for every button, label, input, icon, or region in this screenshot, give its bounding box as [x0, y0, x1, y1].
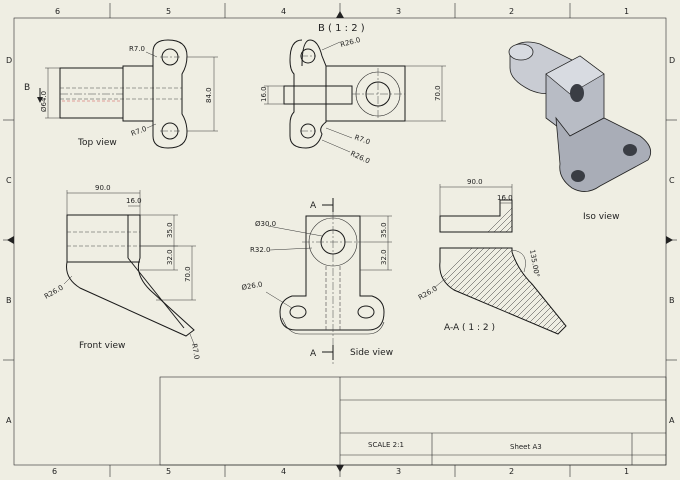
dim-16: 16.0: [126, 197, 142, 205]
hatch-line: [505, 200, 566, 334]
dim-90: 90.0: [467, 178, 483, 186]
scale-text: SCALE 2:1: [368, 441, 404, 449]
dim-angle-135: 135.00°: [528, 249, 541, 278]
hatch-line: [499, 200, 566, 334]
title-block: SCALE 2:1 Sheet A3: [159, 376, 667, 466]
col-label-bottom: 6: [52, 467, 57, 476]
col-label-top: 1: [624, 7, 629, 16]
top-view-label: Top view: [77, 138, 117, 148]
front-view: 90.0 16.0 35.0 32.0 70.0 R26.0 R7.0 Fron…: [43, 184, 201, 360]
dim-r26: R26.0: [417, 285, 439, 302]
dim-32: 32.0: [166, 249, 174, 265]
dim-r26-top: R26.0: [339, 36, 361, 49]
col-label-top: 4: [281, 7, 286, 16]
hatch-line: [439, 200, 566, 334]
section-a-a-view: 90.0 16.0 135.00° R26.0 A-A ( 1 : 2 ): [417, 178, 680, 340]
dim-16: 16.0: [497, 194, 513, 202]
col-label-bottom: 4: [281, 467, 286, 476]
hatch-line: [439, 200, 537, 334]
hatch-line: [529, 200, 566, 334]
dim-84: 84.0: [205, 87, 213, 103]
row-label-right: A: [669, 416, 675, 425]
col-label-bottom: 2: [509, 467, 514, 476]
front-view-label: Front view: [79, 341, 125, 351]
hatch-line: [445, 200, 566, 334]
border-zone-labels: 6 5 4 3 2 1 6 5 4 3 2 1 D C B A D C B A: [6, 7, 675, 476]
col-label-top: 2: [509, 7, 514, 16]
top-view: 84.0 Ø64.0 R7.0 R7.0 B Top view: [24, 39, 218, 149]
section-view-label: A-A ( 1 : 2 ): [444, 323, 495, 333]
dim-r7: R7.0: [353, 133, 371, 146]
side-view-label: Side view: [350, 348, 393, 358]
hatch-line: [493, 200, 566, 334]
dim-r7: R7.0: [190, 343, 201, 360]
dim-dia30: Ø30.0: [255, 220, 276, 228]
dim-16: 16.0: [260, 86, 268, 102]
col-label-bottom: 3: [396, 467, 401, 476]
dim-35: 35.0: [380, 222, 388, 238]
col-label-top: 6: [55, 7, 60, 16]
hatch-line: [614, 190, 680, 340]
row-label-right: D: [669, 56, 675, 65]
dim-70: 70.0: [184, 266, 192, 282]
row-label-left: A: [6, 416, 12, 425]
hatch-line: [439, 200, 566, 334]
detail-b-view: B ( 1 : 2 ) 16.0 70.0 R26.0 R7.0 R26.0: [260, 23, 446, 165]
iso-view-label: Iso view: [583, 212, 619, 222]
sheet-text: Sheet A3: [510, 443, 542, 451]
detail-b-label: B ( 1 : 2 ): [318, 23, 365, 34]
col-label-top: 3: [396, 7, 401, 16]
row-label-right: C: [669, 176, 675, 185]
section-marker-a-top: A: [310, 201, 317, 211]
dim-90: 90.0: [95, 184, 111, 192]
hatch-line: [523, 200, 566, 334]
hatch-line: [451, 200, 566, 334]
dim-dia26: Ø26.0: [241, 280, 263, 292]
row-label-left: B: [6, 296, 12, 305]
side-view: A A 35.0 32.0 Ø30.0 R32.0 Ø26.0 Side vie…: [241, 198, 393, 366]
dim-35: 35.0: [166, 222, 174, 238]
dim-r7-bottom: R7.0: [130, 125, 148, 138]
row-label-left: D: [6, 56, 12, 65]
dim-r7-top: R7.0: [129, 45, 145, 53]
view-marker-b: B: [24, 83, 30, 93]
section-marker-a-bottom: A: [310, 349, 317, 359]
dim-r26: R26.0: [43, 284, 65, 301]
hatch-line: [439, 200, 566, 334]
dim-70: 70.0: [434, 85, 442, 101]
row-label-left: C: [6, 176, 12, 185]
dim-dia64: Ø64.0: [40, 91, 48, 112]
hatch-line: [511, 200, 566, 334]
hatch-line: [559, 200, 566, 334]
col-label-bottom: 5: [166, 467, 171, 476]
dim-32: 32.0: [380, 249, 388, 265]
col-label-bottom: 1: [624, 467, 629, 476]
iso-view: Iso view: [508, 41, 652, 222]
hatch-line: [439, 200, 531, 334]
dim-r26-bottom: R26.0: [349, 150, 371, 166]
dim-r32: R32.0: [250, 246, 270, 254]
hatch-line: [439, 200, 566, 334]
hatch-line: [439, 200, 566, 334]
row-label-right: B: [669, 296, 675, 305]
col-label-top: 5: [166, 7, 171, 16]
hatch-line: [517, 200, 566, 334]
